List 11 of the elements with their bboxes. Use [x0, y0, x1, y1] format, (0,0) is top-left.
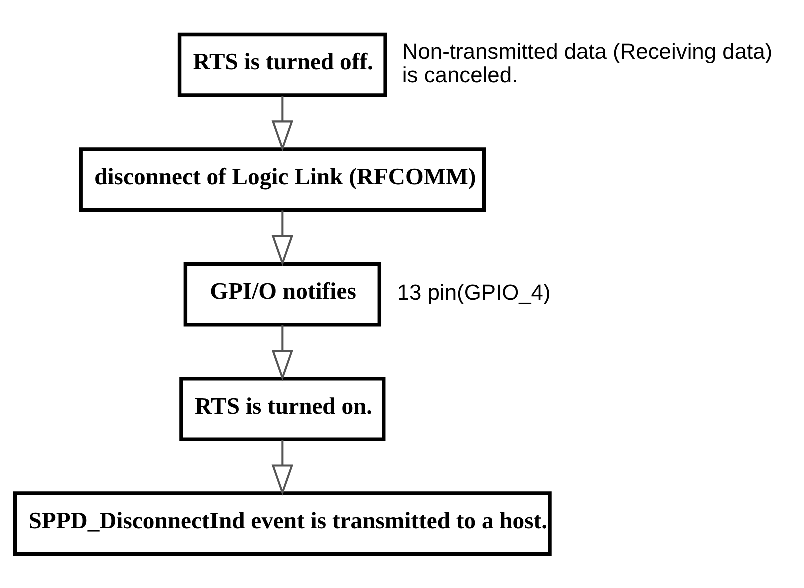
node-box: disconnect of Logic Link (RFCOMM)	[79, 147, 486, 212]
arrow	[272, 210, 294, 266]
node-box: SPPD_DisconnectInd event is transmitted to a host.	[13, 491, 552, 556]
arrow	[272, 324, 294, 381]
node-box: GPI/O notifies	[184, 262, 382, 326]
arrow	[272, 96, 294, 152]
node-label: Non-transmitted data (Receiving data) is canceled.	[402, 38, 773, 88]
node-box: RTS is turned off.	[178, 32, 388, 97]
arrow	[272, 440, 294, 496]
node-box: RTS is turned on.	[180, 376, 386, 441]
node-label: 13 pin(GPIO_4)	[397, 280, 551, 305]
